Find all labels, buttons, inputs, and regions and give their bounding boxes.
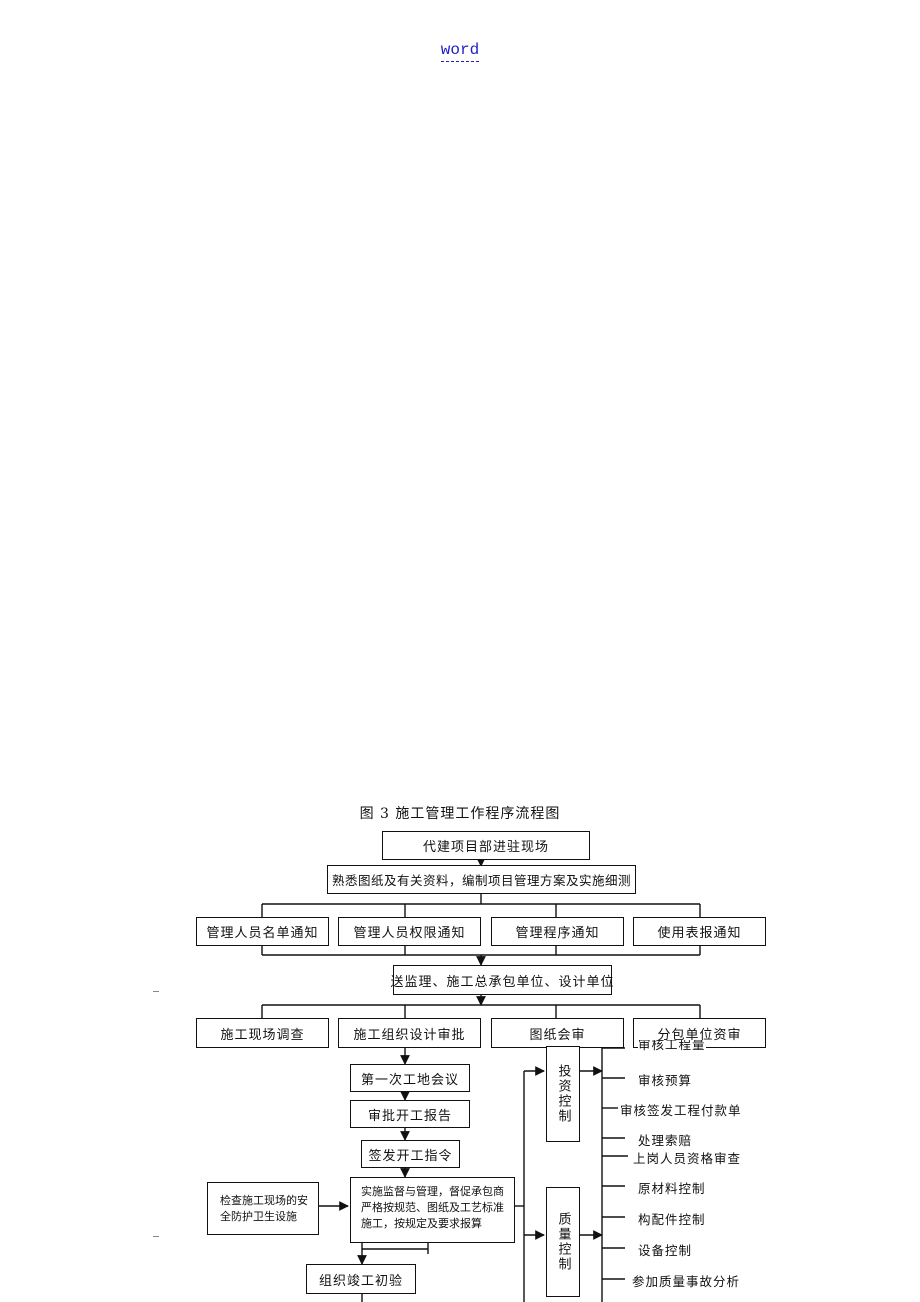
quality-control-box: 质量控制 xyxy=(546,1187,580,1297)
approve-start-report: 审批开工报告 xyxy=(350,1100,470,1128)
send-to-parties: 送监理、施工总承包单位、设计单位 xyxy=(391,965,614,995)
margin-mark-top xyxy=(153,991,159,992)
step-study-drawings: 熟悉图纸及有关资料，编制项目管理方案及实施细测 xyxy=(327,865,636,894)
investment-item-payment: 审核签发工程付款单 xyxy=(620,1100,742,1119)
review-drawing-meeting: 图纸会审 xyxy=(491,1018,624,1048)
figure-title: 图 3 施工管理工作程序流程图 xyxy=(359,806,561,822)
notice-staff-authority: 管理人员权限通知 xyxy=(338,917,481,946)
quality-item-personnel: 上岗人员资格审查 xyxy=(633,1148,742,1167)
issue-start-order: 签发开工指令 xyxy=(361,1140,460,1168)
quality-item-accident-analysis: 参加质量事故分析 xyxy=(632,1271,741,1290)
quality-item-equipment: 设备控制 xyxy=(638,1240,693,1259)
safety-facility-check: 检查施工现场的安全防护卫生设施 xyxy=(207,1182,319,1235)
investment-item-budget: 审核预算 xyxy=(638,1070,693,1089)
quality-item-materials: 原材料控制 xyxy=(638,1178,706,1197)
step-project-team-arrives: 代建项目部进驻现场 xyxy=(382,831,590,860)
supervise-construction: 实施监督与管理，督促承包商严格按规范、图纸及工艺标准施工，按规定及要求报算 xyxy=(350,1177,515,1243)
investment-item-claims: 处理索赔 xyxy=(638,1130,693,1149)
organize-initial-acceptance: 组织竣工初验 xyxy=(306,1264,416,1294)
notice-report-forms: 使用表报通知 xyxy=(633,917,766,946)
review-site-survey: 施工现场调查 xyxy=(196,1018,329,1048)
quality-item-components: 构配件控制 xyxy=(638,1209,706,1228)
investment-control-box: 投资控制 xyxy=(546,1046,580,1142)
investment-item-quantity: 审核工程量 xyxy=(638,1040,706,1052)
margin-mark-bottom xyxy=(153,1236,159,1237)
notice-management-procedure: 管理程序通知 xyxy=(491,917,624,946)
first-site-meeting: 第一次工地会议 xyxy=(350,1064,470,1092)
notice-staff-list: 管理人员名单通知 xyxy=(196,917,329,946)
header-word-text[interactable]: word xyxy=(440,41,480,62)
header-word-link[interactable]: word xyxy=(0,41,920,62)
review-construction-plan: 施工组织设计审批 xyxy=(338,1018,481,1048)
